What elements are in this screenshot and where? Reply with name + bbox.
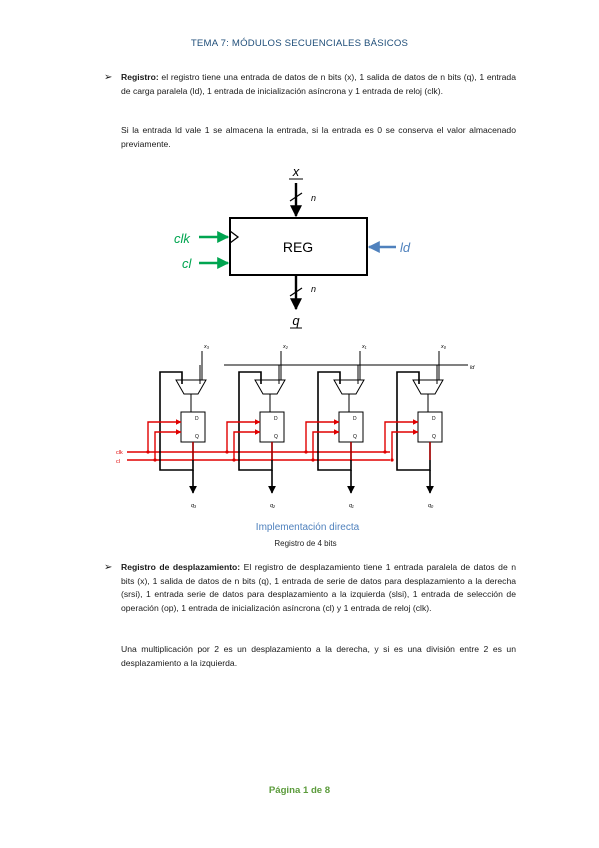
clock-triangle	[229, 230, 240, 244]
bullet-desplazamiento: ➢	[104, 562, 113, 573]
page-header: TEMA 7: MÓDULOS SECUENCIALES BÁSICOS	[190, 38, 409, 49]
input-label: x₂	[282, 344, 289, 350]
cl-junction	[311, 458, 315, 462]
circuit-label-clk: clk	[116, 450, 123, 456]
clk-connection	[384, 419, 419, 452]
register-block-diagram: x n REG clk cl ld n q	[174, 164, 411, 329]
input-label: x₁	[361, 344, 367, 350]
clk-junction	[225, 450, 229, 454]
ff-q-label: Q	[353, 434, 357, 440]
note-desplazamiento: Una multiplicación por 2 es un desplazam…	[121, 644, 516, 668]
circuit-label-ld: ld	[470, 365, 475, 371]
note-registro: Si la entrada ld vale 1 se almacena la e…	[121, 125, 516, 149]
feedback-loop	[238, 371, 273, 471]
bus-slash-top	[289, 192, 303, 202]
reg-label: REG	[283, 239, 313, 255]
cl-connection	[391, 429, 419, 460]
cl-junction	[232, 458, 236, 462]
text-desplazamiento: El registro de desplazamiento tiene 1 en…	[121, 562, 516, 613]
flip-flop-box	[417, 411, 443, 443]
input-label: x₃	[203, 344, 210, 350]
flip-flop-box	[338, 411, 364, 443]
ff-d-label: D	[274, 416, 278, 422]
circuit-label-cl: cl	[116, 459, 120, 465]
cl-junction	[153, 458, 157, 462]
mux-shape	[254, 379, 286, 395]
label-ld: ld	[400, 240, 411, 255]
label-clk: clk	[174, 231, 191, 246]
clk-junction	[146, 450, 150, 454]
term-registro: Registro:	[121, 72, 159, 82]
term-desplazamiento: Registro de desplazamiento:	[121, 562, 241, 572]
figure-caption-title: Implementación directa	[255, 522, 360, 533]
cl-connection	[312, 429, 340, 460]
paragraph-desplazamiento: Registro de desplazamiento: El registro …	[121, 561, 516, 615]
clk-connection	[226, 419, 261, 452]
clk-junction	[383, 450, 387, 454]
four-bit-register-circuit: ld clk cl x₃ D Qq₃ x₂ D Qq₂ x₁ D Qq₁ x₀ D Qq₀	[116, 344, 475, 509]
input-label: x₀	[440, 344, 447, 350]
bus-slash-bottom	[289, 287, 303, 297]
clk-junction	[304, 450, 308, 454]
label-n-bottom: n	[311, 284, 316, 294]
clk-connection	[305, 419, 340, 452]
label-x: x	[292, 164, 300, 179]
page-footer: Página 1 de 8	[268, 785, 331, 796]
mux-shape	[333, 379, 365, 395]
feedback-loop	[396, 371, 431, 471]
mux-shape	[175, 379, 207, 395]
mux-shape	[412, 379, 444, 395]
output-label: q₃	[191, 503, 197, 509]
ff-q-label: Q	[432, 434, 436, 440]
text-registro: el registro tiene una entrada de datos d…	[121, 72, 516, 96]
label-cl: cl	[182, 256, 193, 271]
flip-flop-box	[180, 411, 206, 443]
ff-q-label: Q	[195, 434, 199, 440]
feedback-loop	[159, 371, 194, 471]
label-q: q	[292, 313, 300, 328]
label-n-top: n	[311, 193, 316, 203]
ff-d-label: D	[432, 416, 436, 422]
feedback-loop	[317, 371, 352, 471]
paragraph-registro: Registro: el registro tiene una entrada …	[121, 71, 516, 98]
ff-d-label: D	[195, 416, 199, 422]
flip-flop-box	[259, 411, 285, 443]
output-label: q₀	[428, 503, 434, 509]
cl-junction	[390, 458, 394, 462]
clk-connection	[147, 419, 182, 452]
reg-box	[229, 217, 368, 276]
figure-caption-subtitle: Registro de 4 bits	[274, 539, 337, 548]
output-label: q₁	[349, 503, 354, 509]
output-label: q₂	[270, 503, 276, 509]
ff-d-label: D	[353, 416, 357, 422]
cl-connection	[233, 429, 261, 460]
bullet-registro: ➢	[104, 72, 113, 83]
cl-connection	[154, 429, 182, 460]
ff-q-label: Q	[274, 434, 278, 440]
